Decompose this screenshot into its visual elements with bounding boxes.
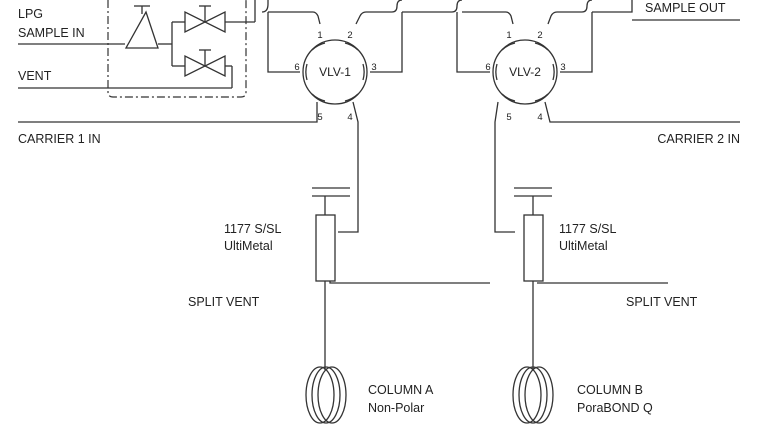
sample-inlet-panel [18, 0, 256, 98]
needle-valve-icon [184, 5, 226, 34]
valve-1-port-3: 3 [371, 62, 376, 73]
lpg-label: LPG [18, 7, 43, 21]
sample-loop-lines [261, 0, 740, 73]
valve-2-name: VLV-2 [509, 65, 541, 79]
carrier-1-label: CARRIER 1 IN [18, 132, 101, 146]
injector-1 [312, 187, 490, 370]
vent-label: VENT [18, 69, 52, 83]
split-vent-1-label: SPLIT VENT [188, 295, 260, 309]
injector-2-label-line2: UltiMetal [559, 239, 608, 253]
sample-in-label: SAMPLE IN [18, 26, 85, 40]
sample-out-label: SAMPLE OUT [645, 1, 726, 15]
valve-1-port-4: 4 [347, 112, 352, 123]
valve-2-port-1: 1 [506, 30, 511, 41]
valve-2-port-2: 2 [537, 30, 542, 41]
valve-1-port-6: 6 [294, 62, 299, 73]
injector-1-label-line2: UltiMetal [224, 239, 273, 253]
valve-vlv-1: VLV-1 1 2 3 4 5 6 [294, 30, 376, 123]
injector-2 [514, 187, 668, 370]
regulator-icon [124, 10, 159, 49]
valve-1-port-1: 1 [317, 30, 322, 41]
vent-valve-icon [184, 49, 226, 78]
column-a-coil-icon [305, 366, 347, 424]
valve-2-port-5: 5 [506, 112, 511, 123]
valve-1-name: VLV-1 [319, 65, 351, 79]
column-b-label-line2: PoraBOND Q [577, 401, 653, 415]
injector-1-label-line1: 1177 S/SL [224, 222, 282, 236]
injector-2-label-line1: 1177 S/SL [559, 222, 617, 236]
valve-vlv-2: VLV-2 1 2 3 4 5 6 [485, 30, 565, 123]
column-b-coil-icon [512, 366, 554, 424]
valve-1-port-5: 5 [317, 112, 322, 123]
column-a-label-line1: COLUMN A [368, 383, 434, 397]
column-a-label-line2: Non-Polar [368, 401, 424, 415]
column-b-label-line1: COLUMN B [577, 383, 643, 397]
valve-2-port-4: 4 [537, 112, 542, 123]
valve-2-port-6: 6 [485, 62, 490, 73]
carrier-lines [18, 101, 740, 233]
carrier-2-label: CARRIER 2 IN [657, 132, 740, 146]
valve-2-port-3: 3 [560, 62, 565, 73]
valve-1-port-2: 2 [347, 30, 352, 41]
split-vent-2-label: SPLIT VENT [626, 295, 698, 309]
